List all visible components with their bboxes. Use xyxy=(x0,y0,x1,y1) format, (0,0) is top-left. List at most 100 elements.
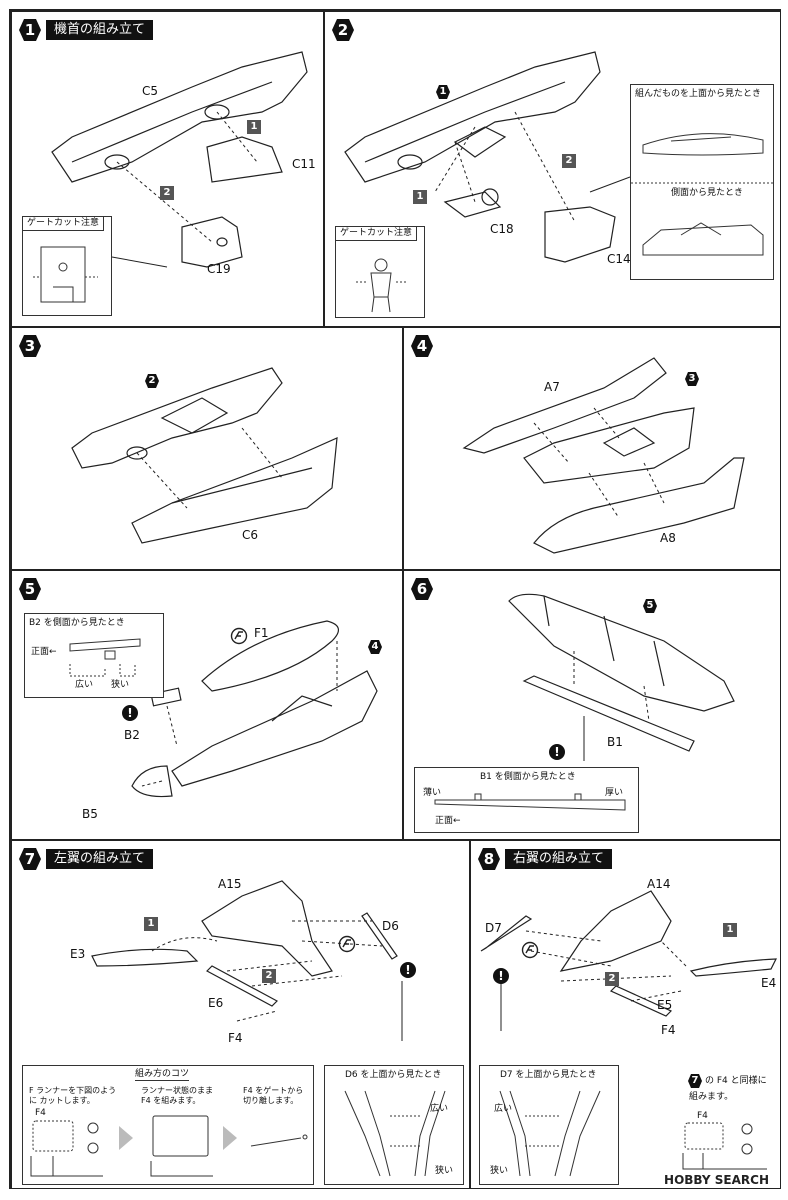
warning-icon: ! xyxy=(122,705,138,721)
ref-step-2-hex-icon: 2 xyxy=(144,373,160,389)
gate-cut-note: ゲートカット注意 xyxy=(23,217,105,231)
ref-step-5-hex-icon: 5 xyxy=(642,598,658,614)
f-runner-gear-icon xyxy=(338,935,356,953)
step-2-drawing xyxy=(344,51,631,263)
sub-step-1-badge: 1 xyxy=(247,120,261,134)
part-label-c6: C6 xyxy=(242,528,259,542)
part-label-b2: B2 xyxy=(124,728,140,742)
part-label-c19: C19 xyxy=(207,262,231,276)
thick-label: 厚い xyxy=(605,788,624,798)
step-7-title: 左翼の組み立て xyxy=(46,849,154,869)
front-direction-label: 正面← xyxy=(31,647,57,657)
step-number-hex-icon: 4 xyxy=(410,334,434,358)
warning-icon: ! xyxy=(549,744,565,760)
step-8-header: 8 右翼の組み立て xyxy=(477,847,613,871)
step-number-hex-icon: 6 xyxy=(410,577,434,601)
gate-cut-callout: ゲートカット注意 xyxy=(335,226,425,318)
runner-part-label: F4 xyxy=(35,1108,46,1118)
part-label-c14: C14 xyxy=(607,252,631,266)
watermark: HOBBY SEARCH xyxy=(664,1173,769,1187)
step-3-drawing xyxy=(71,367,338,544)
part-label-e6: E6 xyxy=(208,996,224,1010)
f-runner-gear-icon xyxy=(521,941,539,959)
gate-cut-callout: ゲートカット注意 xyxy=(22,216,112,316)
step-4-header: 4 xyxy=(410,334,434,358)
part-label-e5: E5 xyxy=(657,998,673,1012)
d6-top-view-label: D6 を上面から見たとき xyxy=(345,1070,442,1080)
ref-step-3-hex-icon: 3 xyxy=(684,371,700,387)
part-label-a14: A14 xyxy=(647,877,671,891)
step-number-hex-icon: 7 xyxy=(18,847,42,871)
view-side-label: 側面から見たとき xyxy=(671,188,744,198)
f-runner-gear-icon xyxy=(230,627,248,645)
step-number-hex-icon: 5 xyxy=(18,577,42,601)
tips-detail xyxy=(30,1115,308,1177)
b2-side-view-detail xyxy=(69,638,141,677)
view-detail xyxy=(631,133,775,256)
thin-label: 薄い xyxy=(423,788,442,798)
part-label-d7: D7 xyxy=(485,921,502,935)
step-6-header: 6 xyxy=(410,577,434,601)
step-5-panel: 5 4 F1 B2 B5 ! B2 を側面から見たとき 正面← 広い xyxy=(11,570,403,840)
sub-step-2-badge: 2 xyxy=(562,154,576,168)
part-label-a8: A8 xyxy=(660,531,676,545)
step-5-header: 5 xyxy=(18,577,42,601)
step-7-header: 7 左翼の組み立て xyxy=(18,847,154,871)
sub-step-1-badge: 1 xyxy=(144,917,158,931)
step-4-panel: 4 3 A7 A8 xyxy=(403,327,781,570)
part-label-a7: A7 xyxy=(544,380,560,394)
b1-side-view-label: B1 を側面から見たとき xyxy=(480,772,576,782)
step-1-header: 1 機首の組み立て xyxy=(18,18,154,42)
runner-detail xyxy=(682,1122,767,1170)
step-8-title: 右翼の組み立て xyxy=(505,849,613,869)
d6-top-view-detail xyxy=(344,1090,446,1177)
ref-step-7-hex-icon: 7 xyxy=(687,1073,703,1089)
ref-step-1-hex-icon: 1 xyxy=(435,84,451,100)
narrow-label: 狭い xyxy=(435,1166,454,1176)
step-6-panel: 6 5 B1 ! B1 を側面から見たとき 薄い 厚い 正面← xyxy=(403,570,781,840)
instruction-sheet: 1 機首の組み立て C5 C11 C19 1 2 ゲートカット注意 xyxy=(9,9,781,1189)
step-7-drawing xyxy=(91,880,403,1041)
sub-step-1-badge: 1 xyxy=(723,923,737,937)
same-as-step-7-note-pre: の F4 と同様に xyxy=(705,1076,767,1086)
b1-side-view-callout: B1 を側面から見たとき 薄い 厚い 正面← xyxy=(414,767,639,833)
sub-step-2-badge: 2 xyxy=(262,969,276,983)
step-4-drawing xyxy=(462,357,745,554)
step-1-title: 機首の組み立て xyxy=(46,20,154,40)
part-label-f1: F1 xyxy=(254,626,269,640)
step-8-panel: 8 右翼の組み立て A14 D7 E4 E5 F4 1 2 ! D7 を上面から… xyxy=(470,840,781,1189)
tip-1-text: F ランナーを下図のように カットします。 xyxy=(29,1086,117,1105)
narrow-label: 狭い xyxy=(111,680,130,690)
wide-label: 広い xyxy=(494,1104,513,1114)
warning-icon: ! xyxy=(400,962,416,978)
gate-cut-detail xyxy=(356,258,408,313)
d6-top-view-callout: D6 を上面から見たとき 広い 狭い xyxy=(324,1065,464,1185)
d7-top-view-callout: D7 を上面から見たとき 広い 狭い xyxy=(479,1065,619,1185)
b2-side-view-callout: B2 を側面から見たとき 正面← 広い 狭い xyxy=(24,613,164,698)
gate-cut-detail xyxy=(33,246,98,303)
part-label-c11: C11 xyxy=(292,157,316,171)
step-3-panel: 3 2 C6 xyxy=(11,327,403,570)
part-label-f4: F4 xyxy=(661,1023,676,1037)
part-label-d6: D6 xyxy=(382,919,399,933)
d7-top-view-label: D7 を上面から見たとき xyxy=(500,1070,597,1080)
wide-label: 広い xyxy=(75,680,94,690)
step-1-drawing xyxy=(51,51,308,268)
part-label-b1: B1 xyxy=(607,735,623,749)
assembly-tips-callout: 組み方のコツ F ランナーを下図のように カットします。 ランナー状態のまま F… xyxy=(22,1065,314,1185)
step-number-hex-icon: 3 xyxy=(18,334,42,358)
part-label-c18: C18 xyxy=(490,222,514,236)
step-6-drawing xyxy=(508,593,735,761)
step-number-hex-icon: 1 xyxy=(18,18,42,42)
b1-side-view-detail xyxy=(434,793,626,811)
view-top-label: 組んだものを上面から見たとき xyxy=(635,89,762,99)
same-as-step-7-note-post: 組みます。 xyxy=(689,1092,734,1102)
part-label-c5: C5 xyxy=(142,84,159,98)
sub-step-1-badge: 1 xyxy=(413,190,427,204)
runner-part-label: F4 xyxy=(697,1111,708,1121)
front-direction-label: 正面← xyxy=(435,816,461,826)
narrow-label: 狭い xyxy=(490,1166,509,1176)
step-2-header: 2 xyxy=(331,18,355,42)
part-label-a15: A15 xyxy=(218,877,242,891)
ref-step-4-hex-icon: 4 xyxy=(367,639,383,655)
